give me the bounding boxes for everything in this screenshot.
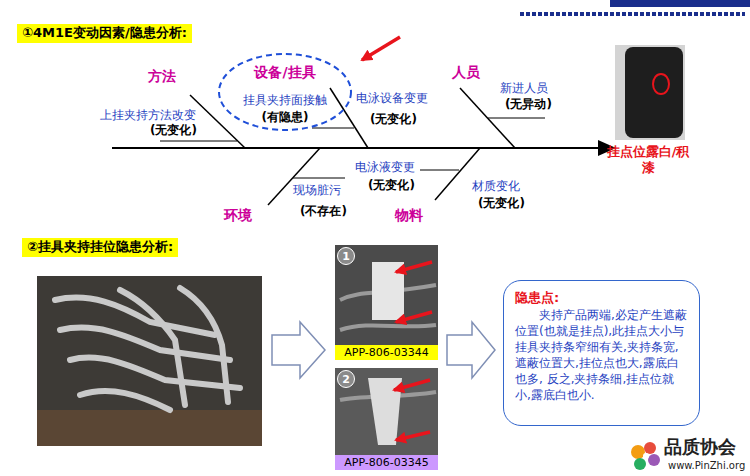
callout-number: 1 bbox=[337, 247, 355, 265]
hook bbox=[120, 290, 185, 405]
cause-text: 上挂夹持方法改变 bbox=[100, 108, 196, 123]
part-body bbox=[625, 47, 683, 138]
cause-text: 电泳设备变更 bbox=[356, 91, 428, 106]
status-text: (无异动) bbox=[505, 97, 552, 112]
red-pointer bbox=[362, 37, 400, 60]
note-box: 隐患点:夹持产品两端,必定产生遮蔽位置(也就是挂点),此挂点大小与挂具夹持条窄细… bbox=[503, 280, 700, 426]
petal-center bbox=[643, 453, 649, 459]
cause-text: (有隐患) bbox=[262, 110, 309, 124]
petal bbox=[644, 442, 656, 454]
petal bbox=[634, 458, 646, 470]
method-bone bbox=[190, 95, 245, 148]
hook bbox=[80, 391, 170, 410]
red-pointer bbox=[396, 432, 430, 440]
status-text: (无变化) bbox=[368, 178, 415, 193]
header-strip bbox=[610, 0, 750, 7]
status-text: (无变化) bbox=[478, 196, 525, 211]
part-photo bbox=[615, 45, 685, 140]
heading-text: ①4M1E变动因素/隐患分析: bbox=[22, 25, 187, 42]
header-bar bbox=[520, 12, 745, 16]
rack-photo bbox=[37, 276, 262, 446]
clamp-photo bbox=[335, 245, 438, 345]
defect-circle bbox=[653, 74, 669, 94]
part-number-tag: APP-806-03345 bbox=[335, 455, 438, 470]
callout-number: 2 bbox=[337, 370, 355, 388]
red-pointer bbox=[396, 262, 432, 272]
note-heading: 隐患点: bbox=[515, 289, 688, 307]
rack-base bbox=[37, 410, 262, 446]
block-arrow bbox=[447, 322, 495, 378]
status-text: (不存在) bbox=[300, 204, 347, 219]
sub-bone bbox=[312, 128, 354, 129]
section-heading: ②挂具夹持挂位隐患分析: bbox=[22, 238, 178, 257]
number-text: 2 bbox=[342, 374, 350, 385]
number-text: 1 bbox=[342, 251, 350, 262]
sub-bone bbox=[488, 118, 545, 119]
category-label: 方法 bbox=[148, 68, 176, 86]
watermark: 品质协会 bbox=[664, 436, 736, 459]
watermark: www.PinZhi.org bbox=[668, 460, 745, 473]
sub-bone bbox=[420, 170, 459, 171]
category-label: 环境 bbox=[224, 207, 252, 225]
section-heading: ①4M1E变动因素/隐患分析: bbox=[17, 24, 192, 43]
cause-text: 挂具夹持面接触 bbox=[243, 93, 327, 107]
petal bbox=[631, 445, 645, 459]
note-body: 夹持产品两端,必定产生遮蔽位置(也就是挂点),此挂点大小与挂具夹持条窄细有关,夹… bbox=[515, 307, 688, 404]
cause-text: 电泳液变更 bbox=[355, 160, 415, 175]
cause-text: 材质变化 bbox=[472, 179, 520, 194]
category-label: 设备/挂具 bbox=[254, 64, 315, 81]
tag-text: APP-806-03345 bbox=[344, 457, 428, 468]
effect-label: 挂点位露白/积漆 bbox=[604, 144, 692, 177]
fishbone-spine bbox=[112, 147, 600, 149]
category-label: 物料 bbox=[395, 207, 423, 225]
hook bbox=[180, 288, 228, 402]
part-number-tag: APP-806-03344 bbox=[335, 345, 438, 360]
heading-text: ②挂具夹持挂位隐患分析: bbox=[27, 239, 173, 256]
highlight-ellipse: 设备/挂具挂具夹持面接触 (有隐患) bbox=[217, 52, 353, 132]
sub-bone bbox=[160, 141, 237, 142]
red-pointer bbox=[396, 312, 432, 322]
status-text: (无变化) bbox=[370, 112, 417, 127]
block-arrow bbox=[272, 322, 325, 378]
status-text: (无变化) bbox=[150, 123, 197, 138]
red-pointer bbox=[394, 380, 430, 390]
petal bbox=[648, 454, 660, 466]
hook bbox=[70, 358, 240, 388]
cause-text: 现场脏污 bbox=[293, 183, 341, 198]
cause-text: 新进人员 bbox=[500, 81, 548, 96]
rack-hooks bbox=[55, 288, 240, 410]
category-label: 人员 bbox=[452, 64, 480, 82]
clamp-photo bbox=[335, 368, 438, 455]
sub-bone bbox=[293, 178, 345, 179]
ellipse-line bbox=[219, 54, 351, 130]
tag-text: APP-806-03344 bbox=[344, 347, 428, 358]
watermark-logo bbox=[631, 442, 660, 470]
